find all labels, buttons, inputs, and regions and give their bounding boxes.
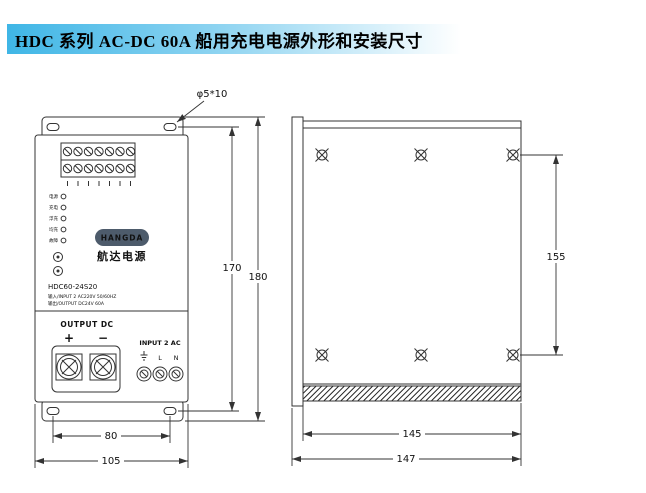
led — [60, 215, 67, 222]
brand-block: HANGDA 航达电源 — [95, 229, 149, 263]
input-terminal — [136, 366, 152, 382]
dim-side-height: 155 — [546, 252, 565, 263]
mounting-holes — [46, 123, 177, 415]
led — [60, 193, 67, 200]
dc-output-section: OUTPUT DC + − — [51, 320, 121, 393]
title-banner: HDC 系列 AC-DC 60A 船用充电电源外形和安装尺寸 — [7, 24, 485, 54]
spec-line: 输入/INPUT 2 AC220V 50/60HZ — [48, 293, 116, 300]
dim-height-overall: 180 — [248, 272, 267, 283]
mounting-hole — [163, 123, 177, 131]
case-screws — [315, 148, 520, 362]
terminal-marking-ticks — [67, 181, 131, 186]
spec-line: 输出/OUTPUT DC24V 60A — [48, 300, 105, 307]
led — [60, 237, 67, 244]
indicator-label: 充电 — [49, 204, 58, 211]
input-label: INPUT 2 AC — [139, 339, 180, 347]
led — [60, 204, 67, 211]
dim-height-holes: 170 — [222, 263, 241, 274]
brand-name-cn: 航达电源 — [97, 249, 147, 263]
indicator-label: 故障 — [49, 237, 58, 244]
output-terminal-housing — [51, 345, 121, 393]
leader-line — [176, 100, 205, 123]
output-label: OUTPUT DC — [60, 320, 113, 329]
side-body — [302, 120, 522, 402]
base-plate-section — [302, 385, 522, 402]
model-number: HDC60-24S20 — [48, 283, 97, 291]
logo-badge — [95, 229, 149, 246]
led-indicators: 电源 充电 浮充 均充 故障 — [49, 193, 67, 244]
hole-size-label: φ5*10 — [197, 89, 228, 100]
model-specs: HDC60-24S20 输入/INPUT 2 AC220V 50/60HZ 输出… — [48, 283, 116, 307]
screw-cross — [95, 359, 111, 375]
ac-input-section: INPUT 2 AC L N — [136, 339, 184, 382]
indicator-label: 浮充 — [49, 215, 58, 222]
screw-slots — [64, 148, 134, 155]
led — [60, 226, 67, 233]
terminal-base — [55, 353, 83, 381]
indicator-label: 电源 — [49, 193, 58, 200]
dim-width-overall: 105 — [101, 456, 120, 467]
plus-sign: + — [64, 331, 74, 345]
device-body — [34, 134, 189, 403]
dim-side-width-holes: 145 — [402, 429, 421, 440]
terminal-block — [60, 142, 136, 186]
side-view — [291, 116, 522, 407]
dim-width-holes: 80 — [105, 431, 118, 442]
mounting-flange — [291, 116, 304, 407]
terminal-base — [89, 353, 117, 381]
mounting-hole — [46, 123, 60, 131]
earth-ground-icon — [140, 351, 148, 361]
line-terminal-label: L — [158, 354, 162, 362]
front-view: 电源 充电 浮充 均充 故障 HANGDA 航达电源 — [34, 116, 189, 422]
minus-sign: − — [98, 331, 108, 345]
neutral-terminal-label: N — [174, 354, 179, 362]
bottom-mounting-tab — [41, 399, 184, 422]
dim-side-width-overall: 147 — [396, 454, 415, 465]
mounting-hole — [46, 407, 60, 415]
screw-slots — [64, 165, 134, 172]
brand-logo: HANGDA — [101, 234, 144, 243]
mounting-hole — [163, 407, 177, 415]
side-dimensions: 155 145 147 — [291, 154, 568, 466]
screw-cross — [61, 359, 77, 375]
input-terminal — [152, 366, 168, 382]
input-terminal — [168, 366, 184, 382]
indicator-label: 均充 — [49, 226, 58, 233]
adjustment-pots — [53, 252, 63, 276]
front-dimensions: φ5*10 170 180 80 105 — [34, 89, 270, 468]
page-title: HDC 系列 AC-DC 60A 船用充电电源外形和安装尺寸 — [15, 31, 423, 51]
